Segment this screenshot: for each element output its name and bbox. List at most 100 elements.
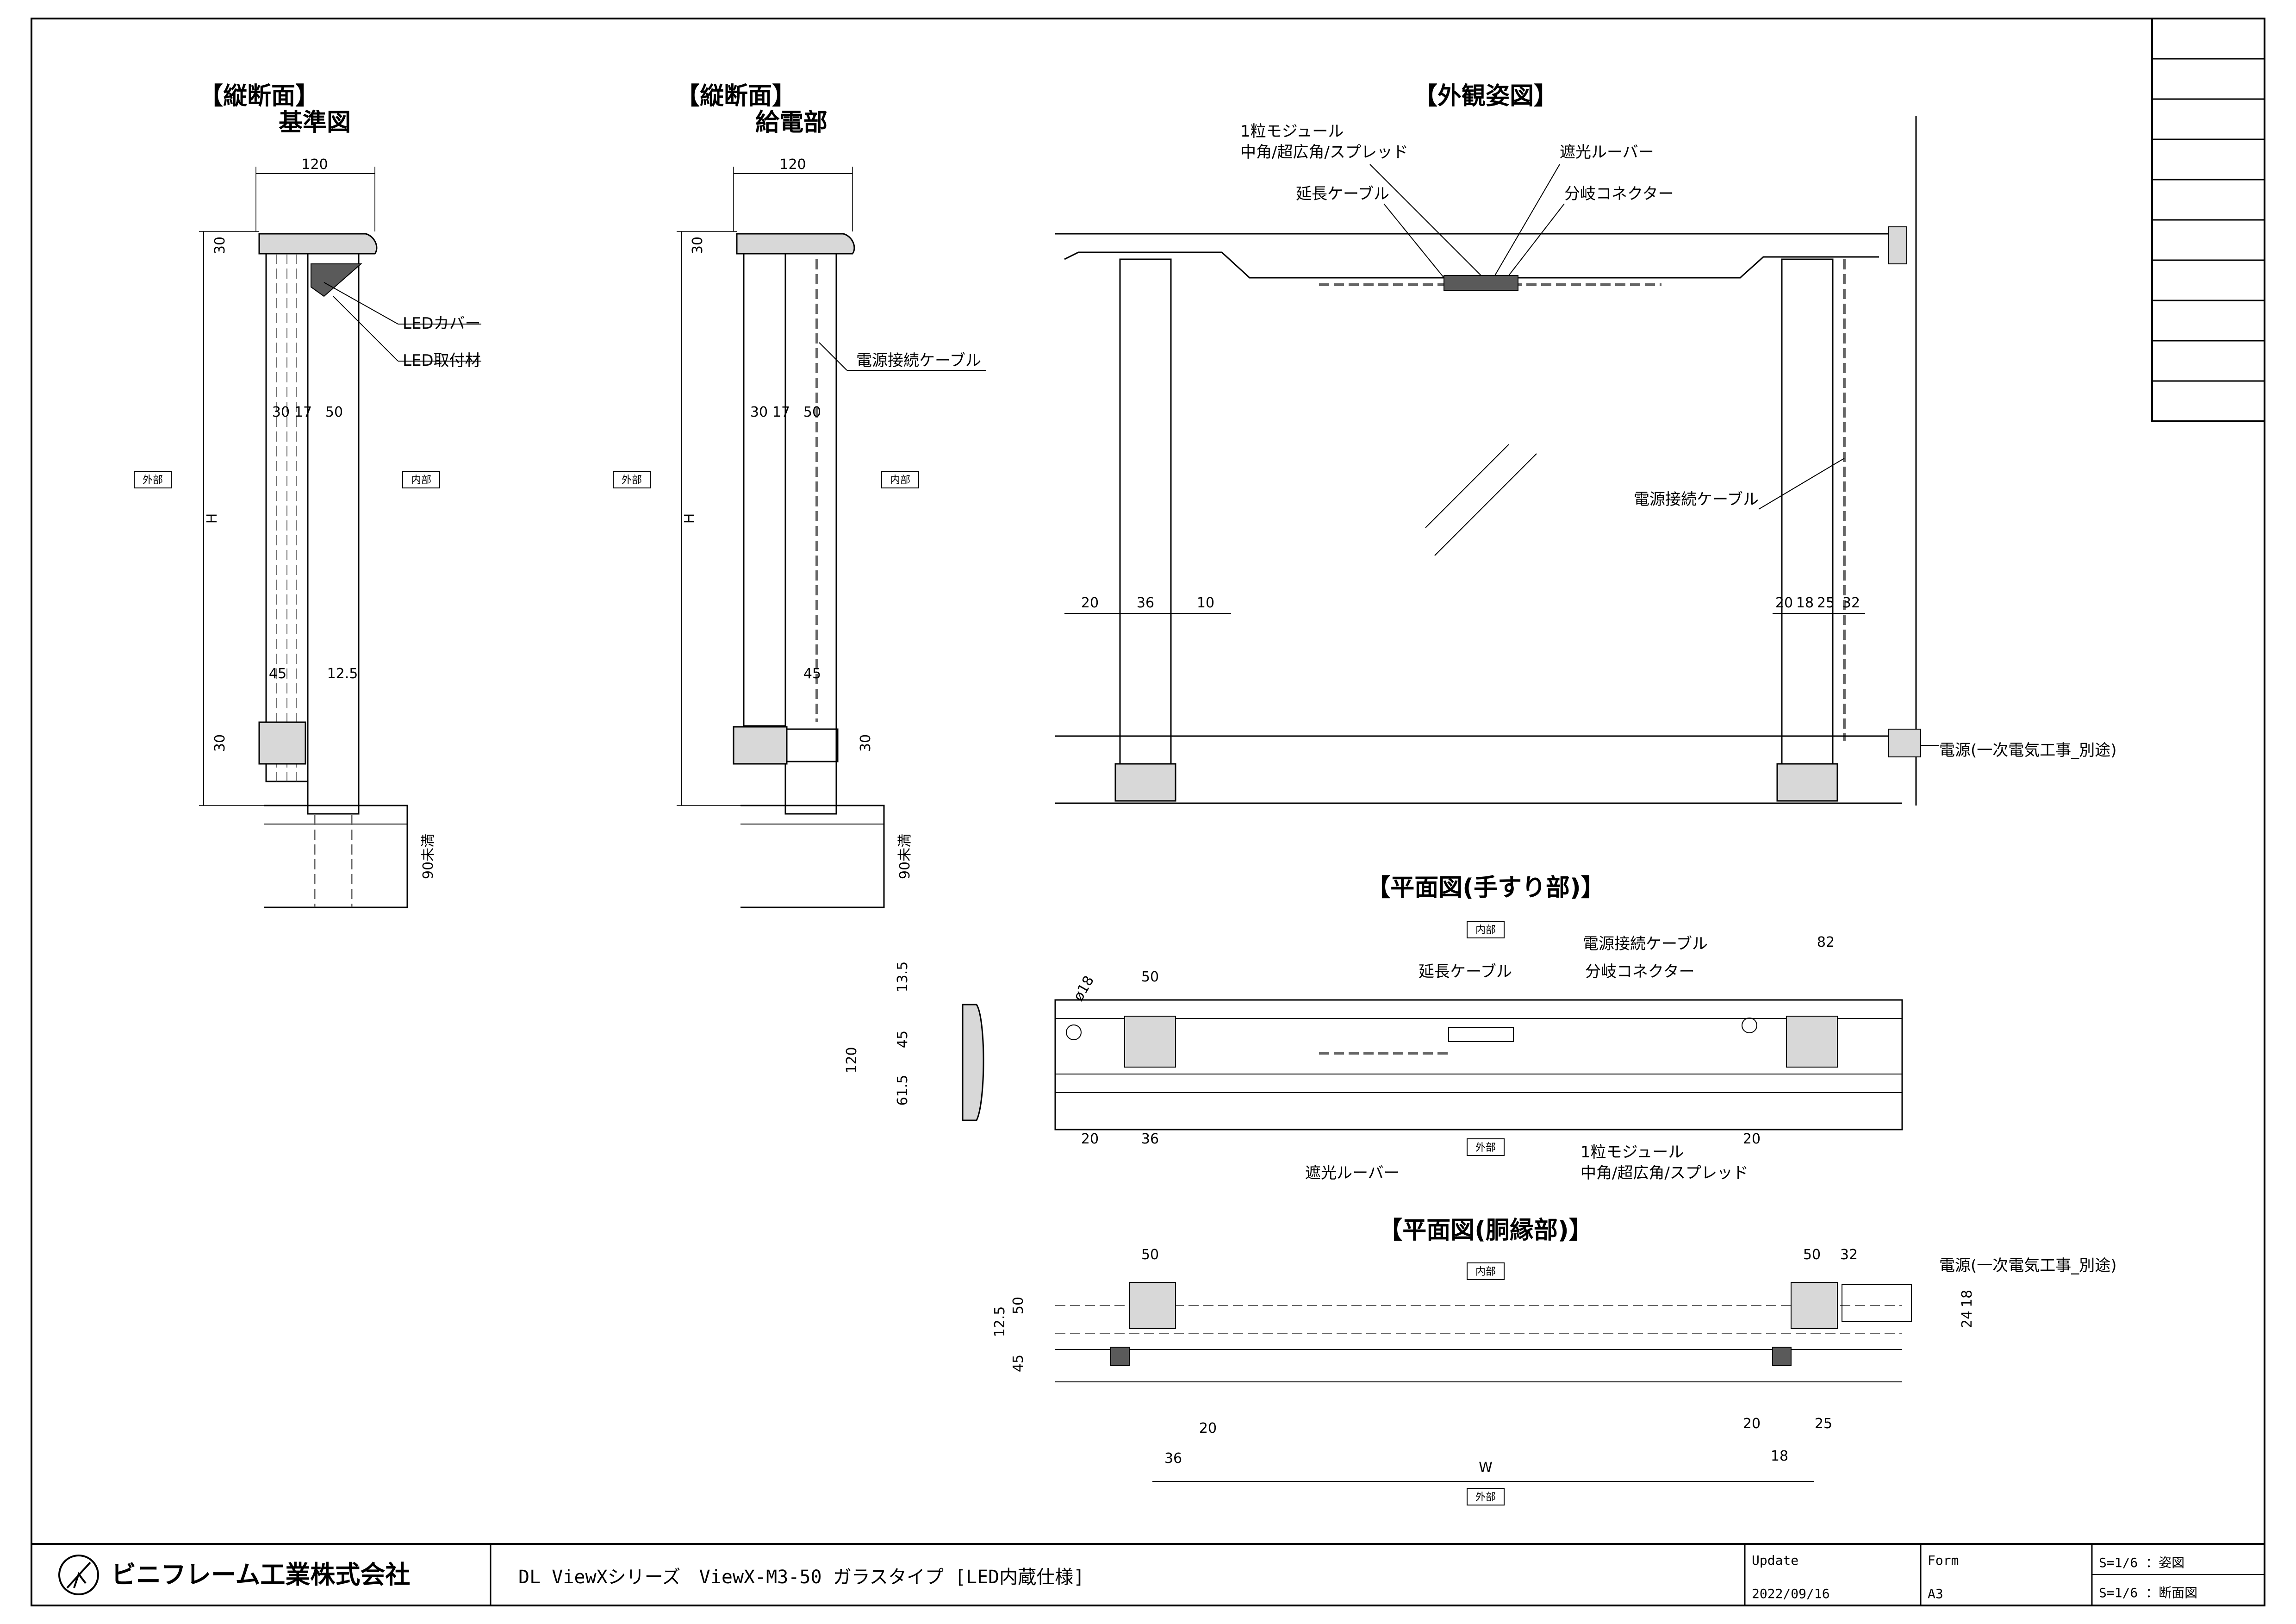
slab <box>264 805 408 908</box>
power-box <box>786 728 839 762</box>
bottom-rail <box>258 721 306 765</box>
dim-w: W <box>1479 1460 1493 1476</box>
dim-20-elev-r: 20 <box>1775 595 1793 611</box>
elevation-post-right <box>1781 258 1834 765</box>
dim-50-power: 50 <box>803 404 821 420</box>
label-ext-cable: 延長ケーブル <box>1296 185 1389 203</box>
update-label: Update <box>1752 1553 1798 1568</box>
company-name: ビニフレーム工業株式会社 <box>111 1560 410 1589</box>
label-power-source: 電源(一次電気工事_別途) <box>1939 741 2117 760</box>
handrail-profile <box>962 1004 984 1121</box>
elevation-view: 【外観姿図】 1粒モジュール 中角/超広角/スプレッド 遮光ルーバー 延長ケーブ… <box>1055 82 2117 806</box>
dim-120-power: 120 <box>779 156 806 173</box>
dim-50-basic: 50 <box>325 404 343 420</box>
dim-20-elev-l: 20 <box>1081 595 1099 611</box>
section-power-title: 【縦断面】 <box>676 82 796 110</box>
label-power-cable-section: 電源接続ケーブル <box>856 351 981 370</box>
waist-rail-right <box>1772 1347 1792 1366</box>
section-basic-subtitle: 基準図 <box>279 109 351 137</box>
elevation-title: 【外観姿図】 <box>1413 82 1558 110</box>
dim-20-plan1-r: 20 <box>1743 1131 1761 1147</box>
dim-50-plan2-l: 50 <box>1141 1247 1159 1263</box>
dim-30-top-basic: 30 <box>212 237 228 254</box>
dim-20-plan2-l: 20 <box>1199 1420 1217 1437</box>
hole-left <box>1066 1024 1082 1040</box>
dim-h-power: H <box>682 513 698 524</box>
label-outside-plan2: 外部 <box>1475 1492 1496 1503</box>
handrail-cap <box>258 233 378 255</box>
dim-45-profile: 45 <box>895 1031 911 1048</box>
dim-61-5: 61.5 <box>895 1075 911 1106</box>
label-inside-plan1: 内部 <box>1475 924 1496 936</box>
dim-25-plan2: 25 <box>1815 1416 1832 1432</box>
waist-power-box <box>1842 1284 1912 1322</box>
dim-30-power: 30 <box>750 404 768 420</box>
label-led-cover: LEDカバー <box>403 314 481 333</box>
dim-12-5-plan2: 12.5 <box>992 1306 1008 1337</box>
dim-36-elev-l: 36 <box>1137 595 1154 611</box>
hole-right <box>1742 1018 1757 1033</box>
dim-36-plan2: 36 <box>1164 1450 1182 1467</box>
label-module-types: 中角/超広角/スプレッド <box>1240 143 1408 162</box>
section-power-subtitle: 給電部 <box>755 109 828 137</box>
section-basic-title: 【縦断面】 <box>199 82 319 110</box>
label-power-cable-plan: 電源接続ケーブル <box>1583 935 1708 953</box>
dim-50-plan2-v: 50 <box>1010 1297 1027 1314</box>
dim-18-plan2: 18 <box>1771 1448 1788 1464</box>
label-module-plan: 1粒モジュール <box>1580 1143 1684 1162</box>
module-plan <box>1448 1027 1514 1042</box>
label-inside-power: 内部 <box>890 475 910 486</box>
dim-24-plan2: 24 <box>1959 1311 1975 1328</box>
dim-20-plan1-l: 20 <box>1081 1131 1099 1147</box>
section-basic-view: 【縦断面】 基準図 120 H 30 30 30 17 50 45 <box>134 82 481 908</box>
plan-handrail-title: 【平面図(手すり部)】 <box>1366 874 1605 902</box>
dim-17-power: 17 <box>772 404 790 420</box>
handrail-plan-outline <box>1054 999 1903 1131</box>
plan-handrail-view: 【平面図(手すり部)】 内部 50 ø18 82 20 36 20 電源接続ケー… <box>844 874 1903 1182</box>
label-led-mount: LED取付材 <box>403 351 481 370</box>
label-inside-plan2: 内部 <box>1475 1266 1496 1278</box>
section-power-view: 【縦断面】 給電部 120 H 30 30 30 17 50 45 電源接続ケー… <box>613 82 986 908</box>
dim-45-basic: 45 <box>269 666 286 682</box>
scale-section: S=1/6 ：断面図 <box>2099 1585 2197 1600</box>
label-ext-cable-plan: 延長ケーブル <box>1419 962 1512 981</box>
elevation-post-left <box>1119 258 1172 765</box>
post <box>307 253 360 815</box>
label-inside-basic: 内部 <box>411 475 431 486</box>
label-outside-plan1: 外部 <box>1475 1142 1496 1154</box>
glass-frame-power <box>743 253 786 727</box>
label-outside-basic: 外部 <box>143 475 163 486</box>
revision-box <box>2151 18 2265 422</box>
label-outside-power: 外部 <box>622 475 642 486</box>
label-embed-basic: 90未満 <box>420 834 436 879</box>
dim-18-plan2-v: 18 <box>1959 1290 1975 1307</box>
dim-82: 82 <box>1817 934 1835 950</box>
dim-50-plan2-r: 50 <box>1803 1247 1821 1263</box>
dim-h-basic: H <box>204 513 220 524</box>
dim-18-elev-r: 18 <box>1796 595 1814 611</box>
dim-36-plan1: 36 <box>1141 1131 1159 1147</box>
dim-30-top-power: 30 <box>690 237 706 254</box>
waist-rail-left <box>1110 1347 1130 1366</box>
dim-32-plan2: 32 <box>1840 1247 1858 1263</box>
dim-30-bottom-power: 30 <box>858 734 874 752</box>
bottom-rail-power <box>733 726 788 765</box>
label-power-source-plan: 電源(一次電気工事_別途) <box>1939 1256 2117 1275</box>
post-power <box>784 253 837 815</box>
plan-waist-view: 【平面図(胴縁部)】 内部 50 50 32 電源(一次電気工事_別途) 24 … <box>992 1217 2117 1505</box>
waist-post-right <box>1791 1282 1838 1329</box>
drawing-title: DL ViewXシリーズ ViewX-M3-50 ガラスタイプ [LED内蔵仕様… <box>518 1567 1084 1588</box>
scale-elevation: S=1/6 ：姿図 <box>2099 1555 2184 1570</box>
dim-13-5: 13.5 <box>895 962 911 993</box>
update-date: 2022/09/16 <box>1752 1586 1830 1601</box>
post-plan-left <box>1124 1016 1176 1068</box>
dim-20-plan2-r: 20 <box>1743 1416 1761 1432</box>
handrail-cap-power <box>736 233 855 255</box>
label-module-types-plan: 中角/超広角/スプレッド <box>1580 1164 1748 1182</box>
dim-50-plan1: 50 <box>1141 969 1159 985</box>
sheet-border <box>31 18 2265 1606</box>
dim-30-basic: 30 <box>272 404 290 420</box>
label-louver-plan: 遮光ルーバー <box>1305 1164 1400 1182</box>
waist-post-left <box>1129 1282 1176 1329</box>
